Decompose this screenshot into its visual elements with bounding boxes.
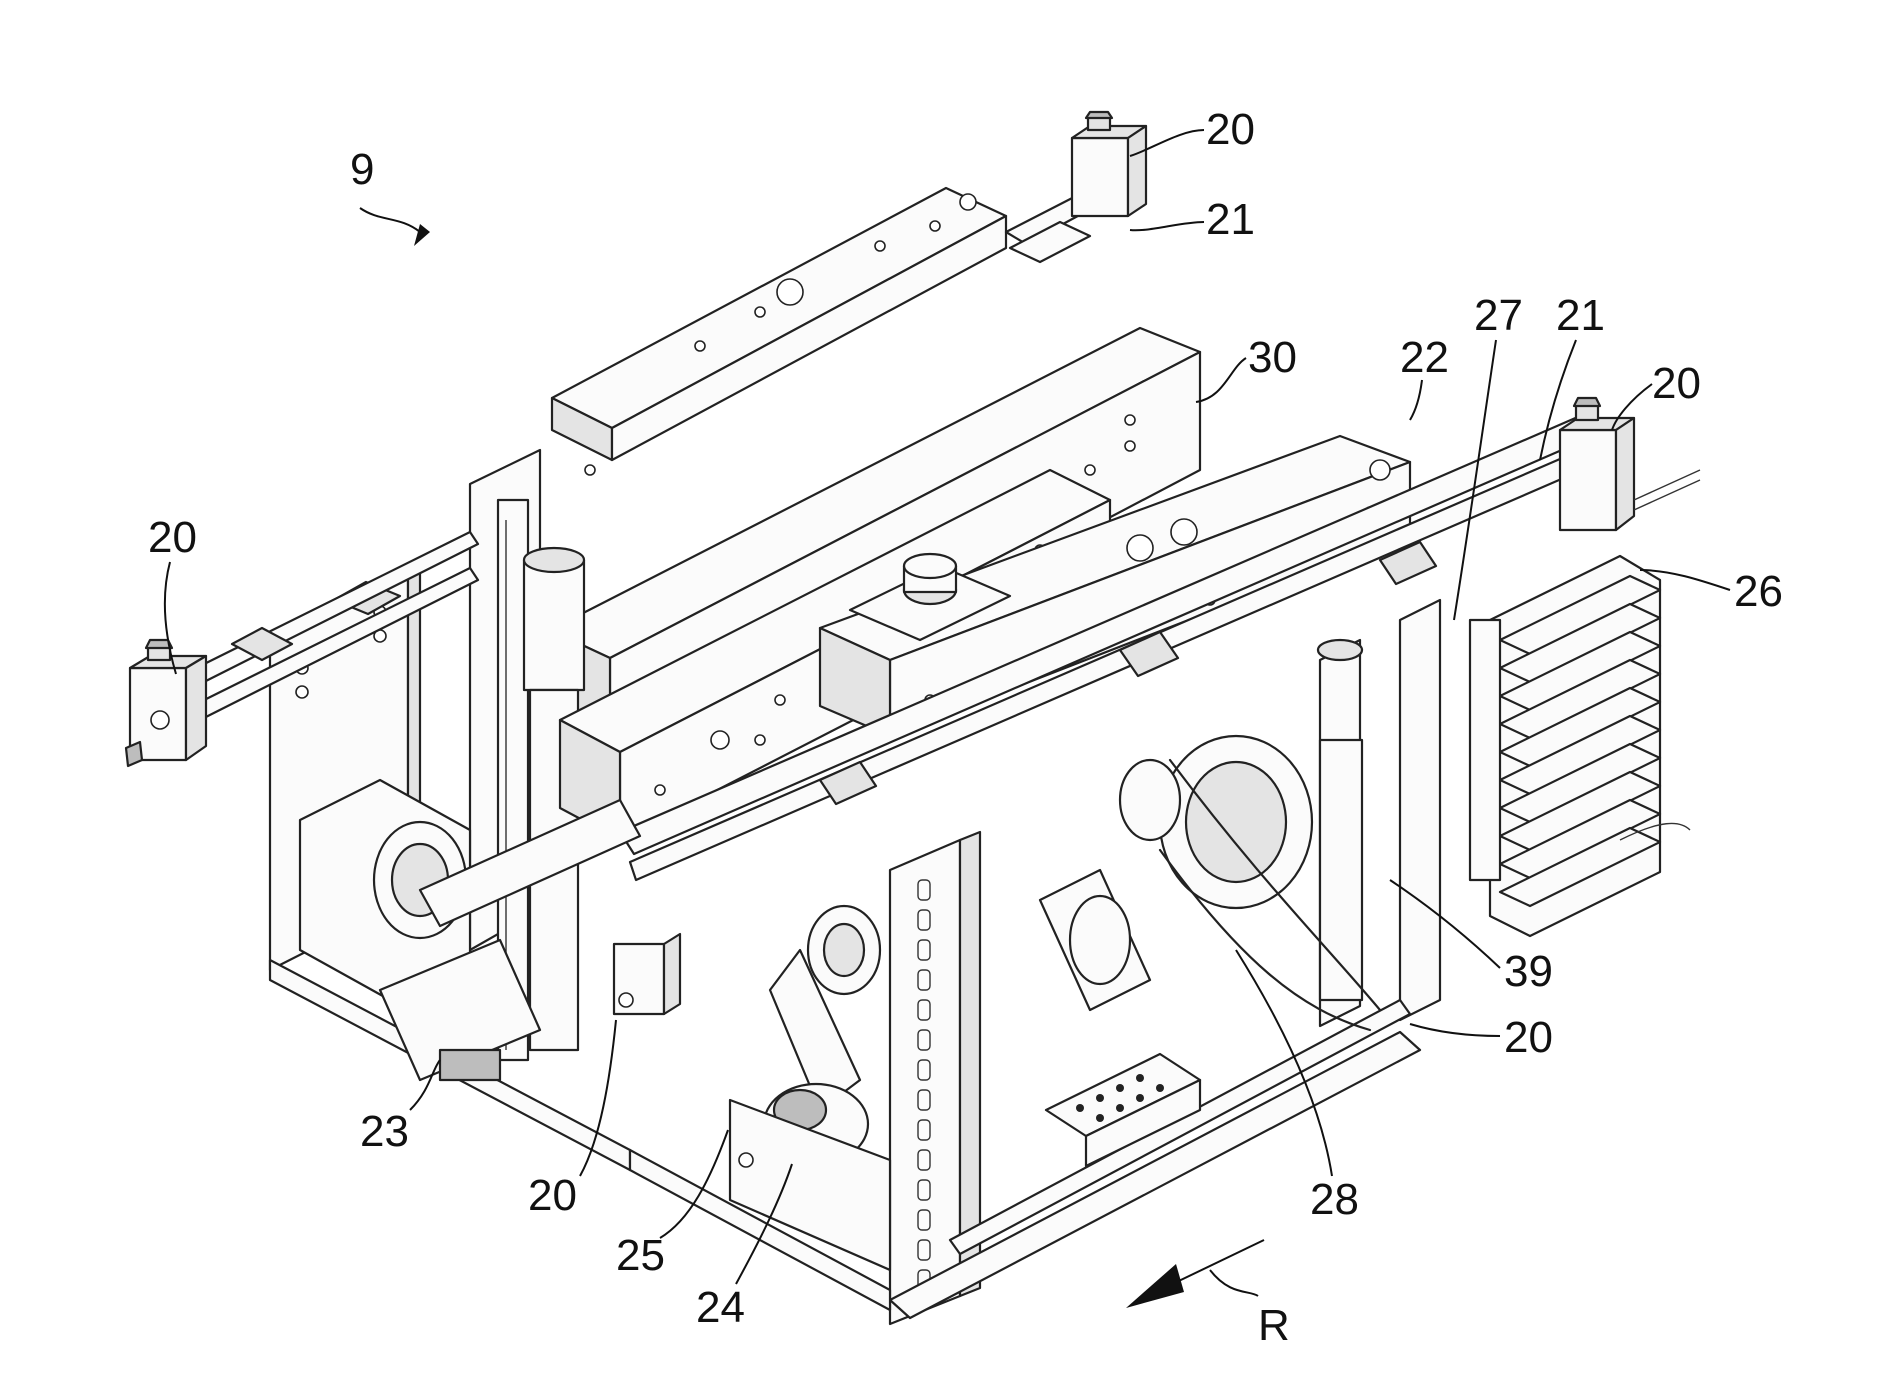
label-21-top-right: 21: [1206, 195, 1255, 244]
label-20-right: 20: [1652, 359, 1701, 408]
label-20-bottom-left: 20: [528, 1171, 577, 1220]
label-23: 23: [360, 1107, 409, 1156]
label-9: 9: [350, 145, 374, 194]
end-block-bottom-left: [614, 934, 680, 1014]
end-block-top-right: [1006, 112, 1146, 262]
end-block-right: [1560, 398, 1700, 530]
direction-arrow: [1126, 1240, 1264, 1308]
label-21-right: 21: [1556, 291, 1605, 340]
label-22: 22: [1400, 333, 1449, 382]
label-R: R: [1258, 1301, 1290, 1350]
label-25: 25: [616, 1231, 665, 1280]
crank-24: [730, 906, 890, 1270]
label-20-left: 20: [148, 513, 197, 562]
label-20-bottom-right: 20: [1504, 1013, 1553, 1062]
label-27: 27: [1474, 291, 1523, 340]
label-20-top-right: 20: [1206, 105, 1255, 154]
label-28: 28: [1310, 1175, 1359, 1224]
label-39: 39: [1504, 947, 1553, 996]
label-30: 30: [1248, 333, 1297, 382]
label-26: 26: [1734, 567, 1783, 616]
right-rails: [1318, 600, 1440, 1026]
connector-stack-26: [1470, 556, 1690, 936]
label-24: 24: [696, 1283, 745, 1332]
